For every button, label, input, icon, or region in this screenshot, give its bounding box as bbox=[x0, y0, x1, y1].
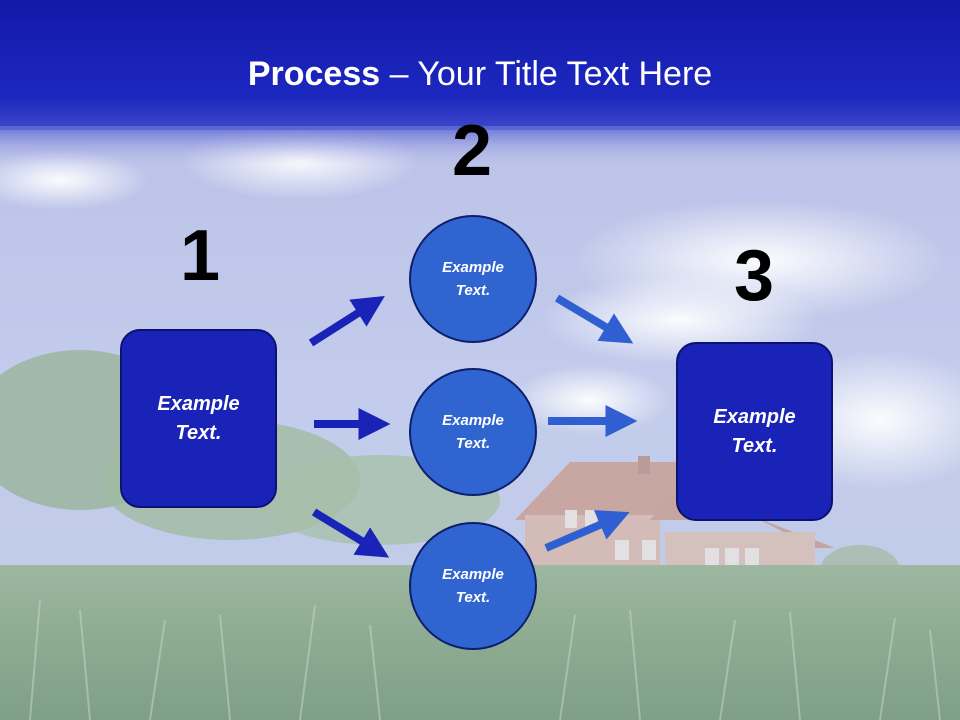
title-bold: Process bbox=[247, 55, 381, 93]
step-1-box: Example Text. bbox=[120, 329, 277, 508]
arrow-1-to-bottom bbox=[311, 508, 390, 558]
step-number-1: 1 bbox=[179, 216, 221, 296]
step-number-2: 2 bbox=[451, 111, 493, 191]
step-2-circle-bottom-text: Example Text. bbox=[442, 566, 504, 606]
step-2-circle-top-text: Example Text. bbox=[442, 259, 504, 299]
step-1-text: Example Text. bbox=[157, 392, 240, 444]
step-number-3: 3 bbox=[733, 236, 775, 316]
arrow-1-to-top bbox=[308, 295, 385, 347]
arrow-bottom-to-3 bbox=[544, 510, 630, 552]
step-3-box: Example Text. bbox=[676, 342, 833, 521]
slide-title: Process – Your Title Text Here bbox=[0, 52, 960, 96]
title-rest: – Your Title Text Here bbox=[380, 55, 713, 93]
step-2-circle-bottom: Example Text. bbox=[409, 522, 537, 650]
step-3-text: Example Text. bbox=[713, 405, 796, 457]
arrow-top-to-3 bbox=[554, 294, 634, 344]
step-2-circle-middle: Example Text. bbox=[409, 368, 537, 496]
step-2-circle-top: Example Text. bbox=[409, 215, 537, 343]
step-2-circle-middle-text: Example Text. bbox=[442, 412, 504, 452]
